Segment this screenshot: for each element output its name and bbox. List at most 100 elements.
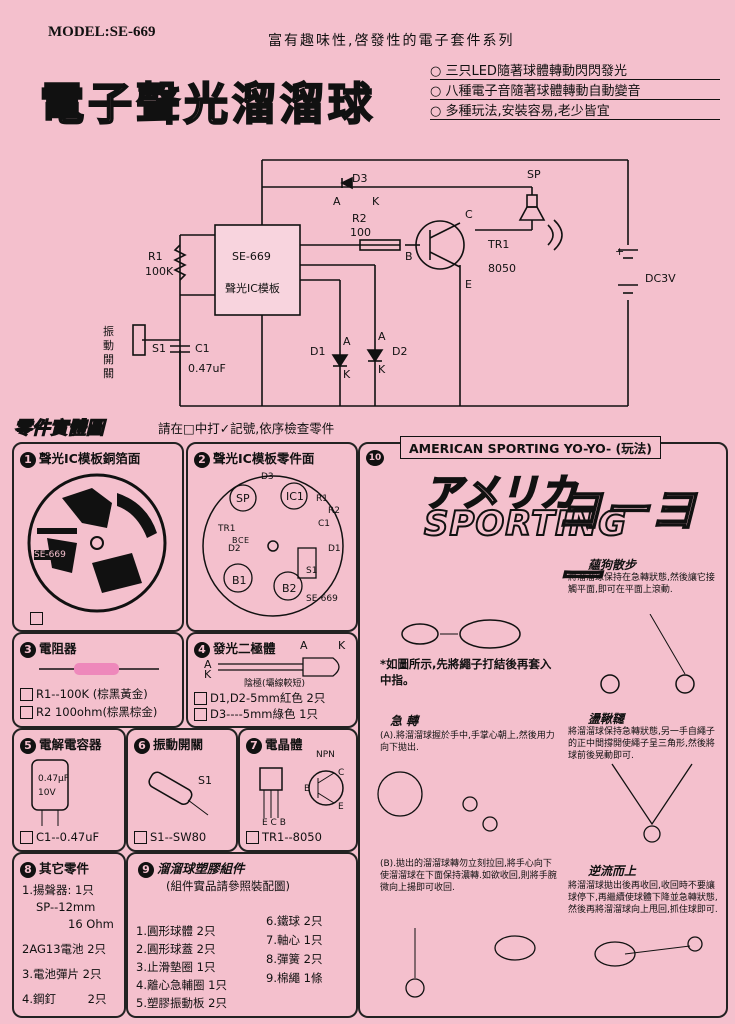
- vibration-switch-label: 振動開關: [103, 325, 114, 380]
- r2-label: R2: [352, 212, 367, 225]
- c1-value: 0.47uF: [188, 362, 226, 375]
- sec7-title: 電晶體: [265, 737, 303, 752]
- emitter-label: E: [465, 278, 472, 291]
- checkbox-d1d2[interactable]: [194, 692, 207, 705]
- r1-label: R1: [148, 250, 163, 263]
- feature-3: ○ 多種玩法,安裝容易,老少皆宜: [430, 100, 720, 120]
- ic-name: SE-669: [232, 250, 271, 263]
- list-item: 5.塑膠振動板 2只: [136, 996, 227, 1010]
- step-swing-header: 盪鞦韆: [588, 712, 625, 726]
- resistor-icon: [39, 663, 159, 675]
- tagline: 富有趣味性,啓發性的電子套件系列: [268, 33, 515, 49]
- transistor-item: TR1--8050: [246, 830, 322, 844]
- r1-value: 100K: [145, 265, 174, 278]
- walk-dog-illustration: [600, 614, 695, 694]
- led-k2: K: [204, 668, 212, 681]
- sec5-title: 電解電容器: [39, 737, 102, 752]
- parts-title: 零件實體圖: [14, 418, 105, 440]
- list-item: 6.鐵球 2只: [266, 914, 323, 928]
- swing-illustration: [611, 763, 693, 843]
- list-item: 3.電池彈片 2只: [22, 967, 102, 981]
- d1-k: K: [343, 368, 351, 381]
- step-upstream-text: 將溜溜球拋出後再收回,收回時不要讓球停下,再繼續使球體下降並急轉狀態,然後再將溜…: [568, 881, 718, 915]
- other-parts-list: 1.揚聲器: 1只 SP--12mm 16 Ohm 2AG13電池 2只 3.電…: [22, 882, 120, 1008]
- c1-label: C1: [195, 342, 210, 355]
- pcb2-d2: D2: [228, 544, 241, 554]
- checkbox-r1[interactable]: [20, 688, 33, 701]
- d2-a: A: [378, 330, 386, 343]
- sec9-subtitle: (組件實品請參照裝配圖): [166, 879, 290, 893]
- checkbox-r2[interactable]: [20, 706, 33, 719]
- checkbox-d3[interactable]: [194, 708, 207, 721]
- tr-pins: E C B: [262, 818, 286, 828]
- feature-2: ○ 八種電子音隨著球體轉動自動變音: [430, 80, 720, 100]
- led-item-1: D1,D2-5mm紅色 2只: [194, 690, 325, 706]
- d3-label: D3: [352, 172, 368, 185]
- pcb2-ic1: IC1: [286, 490, 304, 503]
- throw-illustration: [377, 771, 498, 832]
- pcb2-c1: C1: [318, 519, 331, 529]
- pcb2-sp: SP: [236, 492, 250, 505]
- pcb2-b2: B2: [282, 582, 297, 595]
- checkbox-tr1[interactable]: [246, 831, 259, 844]
- list-item: 1.圓形球體 2只: [136, 924, 216, 938]
- model-number: MODEL:SE-669: [48, 24, 156, 40]
- ic-module: [214, 224, 301, 316]
- list-item: 2.圓形球蓋 2只: [136, 942, 216, 956]
- list-item: 4.離心急輔圈 1只: [136, 978, 227, 992]
- pcb2-b: B: [232, 536, 238, 545]
- knot-instruction: *如圖所示,先將繩子打結後再套入中指。: [380, 657, 552, 687]
- pcb-component-image: [202, 475, 344, 617]
- list-item: 3.止滑墊圈 1只: [136, 960, 216, 974]
- vibration-switch-icon: [148, 771, 209, 816]
- checkbox-s1[interactable]: [134, 831, 147, 844]
- step-throw-text: (A).將溜溜球握於手中,手掌心朝上,然後用力向下拋出.: [380, 731, 555, 753]
- d1-a: A: [343, 335, 351, 348]
- led-pin-note: 陰極(壩線較短): [244, 679, 306, 689]
- speaker-label: SP: [527, 168, 541, 181]
- s1-label: S1: [152, 342, 166, 355]
- pcb2-se: SE-669: [306, 594, 338, 604]
- resistor-item-2: R2 100ohm(棕黑棕金): [20, 704, 157, 720]
- list-item: 16 Ohm: [68, 917, 114, 931]
- switch-s1: S1: [198, 774, 212, 787]
- r2-value: 100: [350, 226, 371, 239]
- pcb2-s1: S1: [306, 566, 318, 576]
- upstream-illustration: [594, 936, 703, 967]
- yoyo-logo-yoyo: ヨーヨー: [555, 482, 697, 604]
- pcb2-d1: D1: [328, 544, 341, 554]
- led-item-2: D3----5mm綠色 1只: [194, 706, 318, 722]
- pcb-copper-image: [27, 473, 167, 613]
- pcb2-r2: R2: [328, 506, 340, 516]
- cap-value: 0.47: [38, 774, 59, 784]
- return-illustration: [405, 928, 536, 998]
- sec4-title: 發光二極體: [213, 641, 276, 656]
- collector-label: C: [465, 208, 473, 221]
- sec2-title: 聲光IC模板零件面: [213, 451, 315, 466]
- transistor-icon: [259, 767, 344, 818]
- checkbox-c1[interactable]: [20, 831, 33, 844]
- cap-voltage: 10V: [38, 788, 56, 798]
- list-item: SP--12mm: [36, 900, 96, 914]
- knot-illustration: [401, 619, 521, 649]
- led-a2: A: [204, 658, 212, 671]
- d2-label: D2: [392, 345, 408, 358]
- led-icon: [218, 657, 340, 677]
- tr-c: C: [338, 768, 345, 778]
- step-throw-header: 急 轉: [390, 714, 419, 728]
- battery-plus: +: [615, 245, 625, 258]
- sec6-title: 振動開關: [153, 737, 204, 752]
- tr-e: E: [338, 802, 344, 812]
- yoyo-logo-top: アメリカ: [423, 470, 579, 516]
- pcb2-e: E: [244, 536, 250, 545]
- list-item: 1.揚聲器: 1只: [22, 883, 94, 897]
- checkbox-pcb[interactable]: [30, 612, 43, 625]
- cap-unit: μF: [58, 774, 69, 784]
- d3-k: K: [372, 195, 380, 208]
